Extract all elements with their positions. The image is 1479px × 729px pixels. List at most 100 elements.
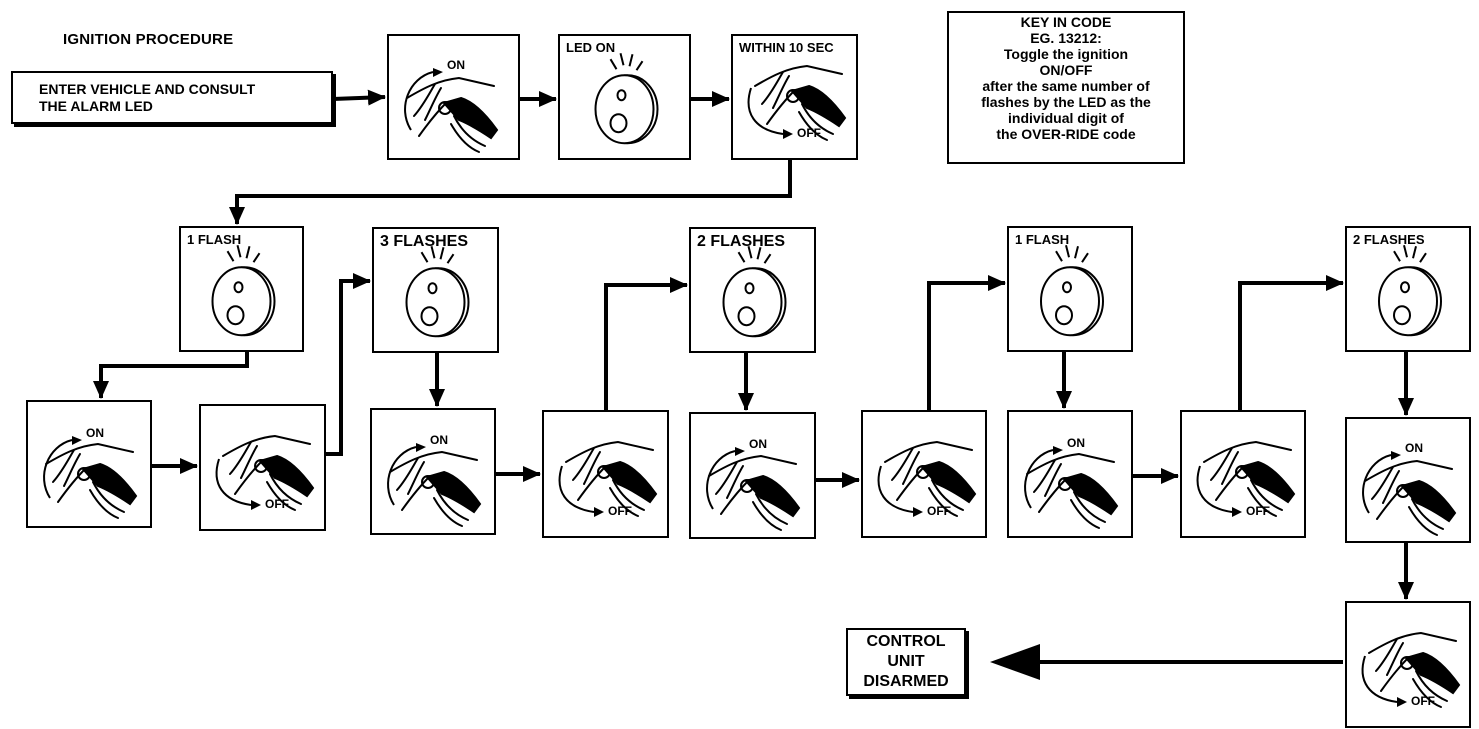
ignition-off-illustration bbox=[747, 64, 847, 141]
code-instructions-line: individual digit of bbox=[1008, 110, 1124, 126]
off-label: OFF bbox=[927, 504, 951, 518]
ignition-key-hand-icon bbox=[45, 442, 138, 519]
led-icon bbox=[1378, 244, 1442, 337]
ignition-key-hand-icon bbox=[884, 440, 977, 517]
within-10-sec-label: WITHIN 10 SEC bbox=[739, 40, 834, 55]
turn-arrow-icon bbox=[1024, 449, 1054, 509]
off-label: OFF bbox=[1246, 504, 1270, 518]
toggle-on-step: ON bbox=[1007, 410, 1133, 538]
turn-arrow-icon bbox=[43, 439, 73, 499]
flash-step-5: 2 FLASHES bbox=[1345, 226, 1471, 352]
control-unit-disarmed-box: CONTROL UNIT DISARMED bbox=[846, 628, 966, 696]
off-label: OFF bbox=[608, 504, 632, 518]
ignition-on-illustration bbox=[387, 443, 482, 527]
ignition-key-hand-icon bbox=[389, 450, 482, 527]
ignition-on-illustration bbox=[1024, 446, 1119, 529]
led-icon bbox=[722, 245, 787, 338]
start-step-line-2: THE ALARM LED bbox=[39, 98, 153, 114]
ignition-on-illustration bbox=[706, 447, 801, 531]
toggle-off-step: OFF bbox=[199, 404, 326, 531]
code-instructions-line: KEY IN CODE bbox=[1020, 14, 1112, 30]
off-label: OFF bbox=[1411, 694, 1435, 708]
on-label: ON bbox=[1405, 441, 1423, 455]
toggle-off-step: OFF bbox=[542, 410, 669, 538]
led-icon bbox=[405, 245, 470, 338]
ignition-on-illustration bbox=[1362, 451, 1457, 536]
ignition-off-illustration bbox=[558, 440, 658, 517]
on-label: ON bbox=[430, 433, 448, 447]
turn-arrow-icon bbox=[877, 465, 914, 513]
arrow-off-to-flash3 bbox=[604, 277, 688, 410]
ignition-key-hand-icon bbox=[1026, 452, 1119, 529]
alarm-led-illustration bbox=[405, 245, 470, 338]
ignition-key-hand-icon bbox=[222, 434, 315, 511]
ignition-key-hand-icon bbox=[565, 440, 658, 517]
turn-arrow-icon bbox=[387, 446, 417, 506]
alarm-led-illustration bbox=[722, 245, 787, 338]
led-icon bbox=[1040, 244, 1104, 337]
disarmed-line: DISARMED bbox=[863, 673, 949, 690]
ignition-key-hand-icon bbox=[1368, 631, 1461, 708]
start-step-box: ENTER VEHICLE AND CONSULT THE ALARM LED bbox=[11, 71, 333, 124]
ignition-on-illustration bbox=[404, 68, 499, 153]
toggle-on-step: ON bbox=[26, 400, 152, 528]
code-instructions-line: the OVER-RIDE code bbox=[996, 126, 1136, 142]
flash-step-3: 2 FLASHES bbox=[689, 227, 816, 353]
ignition-off-within-step: WITHIN 10 SEC OFF bbox=[731, 34, 858, 160]
turn-arrow-icon bbox=[558, 465, 595, 513]
turn-arrow-icon bbox=[706, 450, 736, 510]
ignition-key-hand-icon bbox=[406, 76, 499, 153]
code-instructions-line: ON/OFF bbox=[1039, 62, 1093, 78]
on-label: ON bbox=[749, 437, 767, 451]
alarm-led-illustration bbox=[1040, 244, 1104, 337]
procedure-title: IGNITION PROCEDURE bbox=[63, 31, 234, 48]
ignition-key-hand-icon bbox=[708, 454, 801, 531]
toggle-off-step: OFF bbox=[1180, 410, 1306, 538]
flash-count-label: 2 FLASHES bbox=[1353, 232, 1425, 247]
turn-arrow-icon bbox=[747, 87, 784, 135]
arrow-off-to-flash2 bbox=[326, 273, 371, 456]
toggle-on-step: ON bbox=[689, 412, 816, 539]
ignition-off-illustration bbox=[1361, 631, 1461, 708]
flash-step-4: 1 FLASH bbox=[1007, 226, 1133, 352]
turn-arrow-icon bbox=[1361, 655, 1398, 703]
flash-count-label: 2 FLASHES bbox=[697, 233, 786, 250]
toggle-on-step: ON bbox=[370, 408, 496, 535]
off-label: OFF bbox=[797, 126, 821, 140]
led-on-label: LED ON bbox=[566, 40, 616, 55]
alarm-led-illustration bbox=[594, 52, 659, 145]
ignition-key-hand-icon bbox=[754, 64, 847, 141]
on-label: ON bbox=[447, 58, 465, 72]
ignition-on-step: ON bbox=[387, 34, 520, 160]
led-on-step: LED ON bbox=[558, 34, 691, 160]
ignition-key-hand-icon bbox=[1364, 459, 1457, 536]
led-icon bbox=[594, 52, 659, 145]
arrow-off-to-disarmed-head bbox=[990, 644, 1040, 680]
led-icon bbox=[211, 244, 276, 337]
flash-count-label: 3 FLASHES bbox=[380, 233, 469, 250]
flash-count-label: 1 FLASH bbox=[187, 232, 242, 247]
turn-arrow-icon bbox=[215, 458, 252, 506]
turn-arrow-icon bbox=[1362, 454, 1392, 514]
start-step-line-1: ENTER VEHICLE AND CONSULT bbox=[39, 81, 256, 97]
toggle-off-step: OFF bbox=[1345, 601, 1471, 728]
code-instructions-line: after the same number of bbox=[982, 78, 1150, 94]
ignition-off-illustration bbox=[215, 434, 315, 511]
code-instructions-box: KEY IN CODE EG. 13212: Toggle the igniti… bbox=[947, 11, 1185, 164]
ignition-off-illustration bbox=[1196, 440, 1296, 517]
on-label: ON bbox=[86, 426, 104, 440]
arrow-within-to-flash1 bbox=[229, 160, 792, 225]
flash-step-2: 3 FLASHES bbox=[372, 227, 499, 353]
code-instructions-line: Toggle the ignition bbox=[1003, 46, 1129, 62]
toggle-off-step: OFF bbox=[861, 410, 987, 538]
ignition-off-illustration bbox=[877, 440, 977, 517]
disarmed-line: CONTROL bbox=[866, 633, 946, 650]
toggle-on-step: ON bbox=[1345, 417, 1471, 543]
arrow-off-to-flash4 bbox=[927, 275, 1006, 410]
arrow-off-to-flash5 bbox=[1238, 275, 1344, 410]
flash-count-label: 1 FLASH bbox=[1015, 232, 1070, 247]
alarm-led-illustration bbox=[211, 244, 276, 337]
turn-arrow-icon bbox=[1196, 465, 1233, 513]
ignition-on-illustration bbox=[43, 436, 138, 519]
